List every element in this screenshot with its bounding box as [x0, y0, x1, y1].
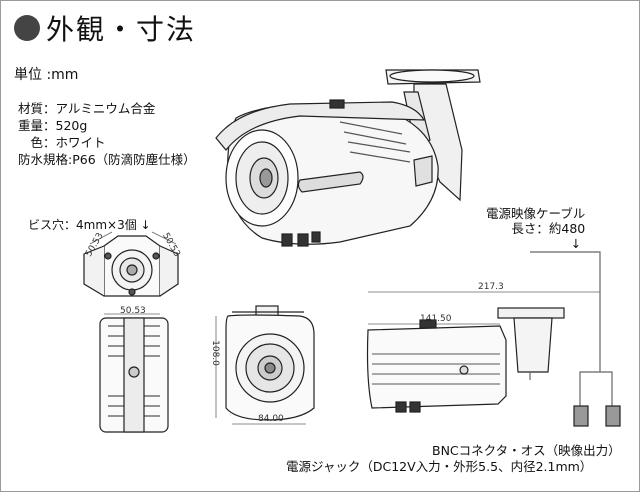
- camera-3d-illustration: [215, 69, 481, 247]
- dim-front-width: 84.00: [258, 414, 284, 424]
- power-jack-label: 電源ジャック（DC12V入力・外形5.5、内径2.1mm）: [286, 459, 593, 474]
- cable-label: 電源映像ケーブル 長さ：約480 ↓: [486, 206, 586, 251]
- spec-waterproof: 防水規格:P66（防滴防塵仕様）: [18, 152, 196, 167]
- spec-material: 材質：アルミニウム合金: [18, 101, 156, 116]
- screw-hole-label: ビス穴：4mm×3個 ↓: [28, 218, 151, 232]
- dim-front-height: 108.0: [209, 340, 220, 366]
- dim-side-total: 217.3: [478, 282, 504, 292]
- mount-top-view: [83, 231, 179, 315]
- spec-weight: 重量：520g: [18, 118, 88, 133]
- dim-side-body: 141.50: [420, 314, 452, 324]
- dim-mount-bottom: 50.53: [120, 306, 146, 316]
- front-view: [215, 305, 315, 425]
- unit-label: 単位 :mm: [14, 67, 79, 83]
- bnc-connector-label: BNCコネクタ・オス（映像出力）: [432, 443, 621, 458]
- down-arrow-icon: ↓: [570, 236, 582, 251]
- down-arrow-icon: ↓: [140, 218, 151, 232]
- body-top-view: [99, 317, 169, 433]
- side-view: [366, 251, 621, 427]
- spec-list: 材質：アルミニウム合金 重量：520g 色：ホワイト 防水規格:P66（防滴防塵…: [18, 100, 196, 168]
- spec-color: 色：ホワイト: [18, 135, 106, 150]
- title-bullet-icon: [14, 15, 40, 41]
- title-text: 外観・寸法: [46, 13, 197, 46]
- page-title: 外観・寸法: [14, 8, 196, 48]
